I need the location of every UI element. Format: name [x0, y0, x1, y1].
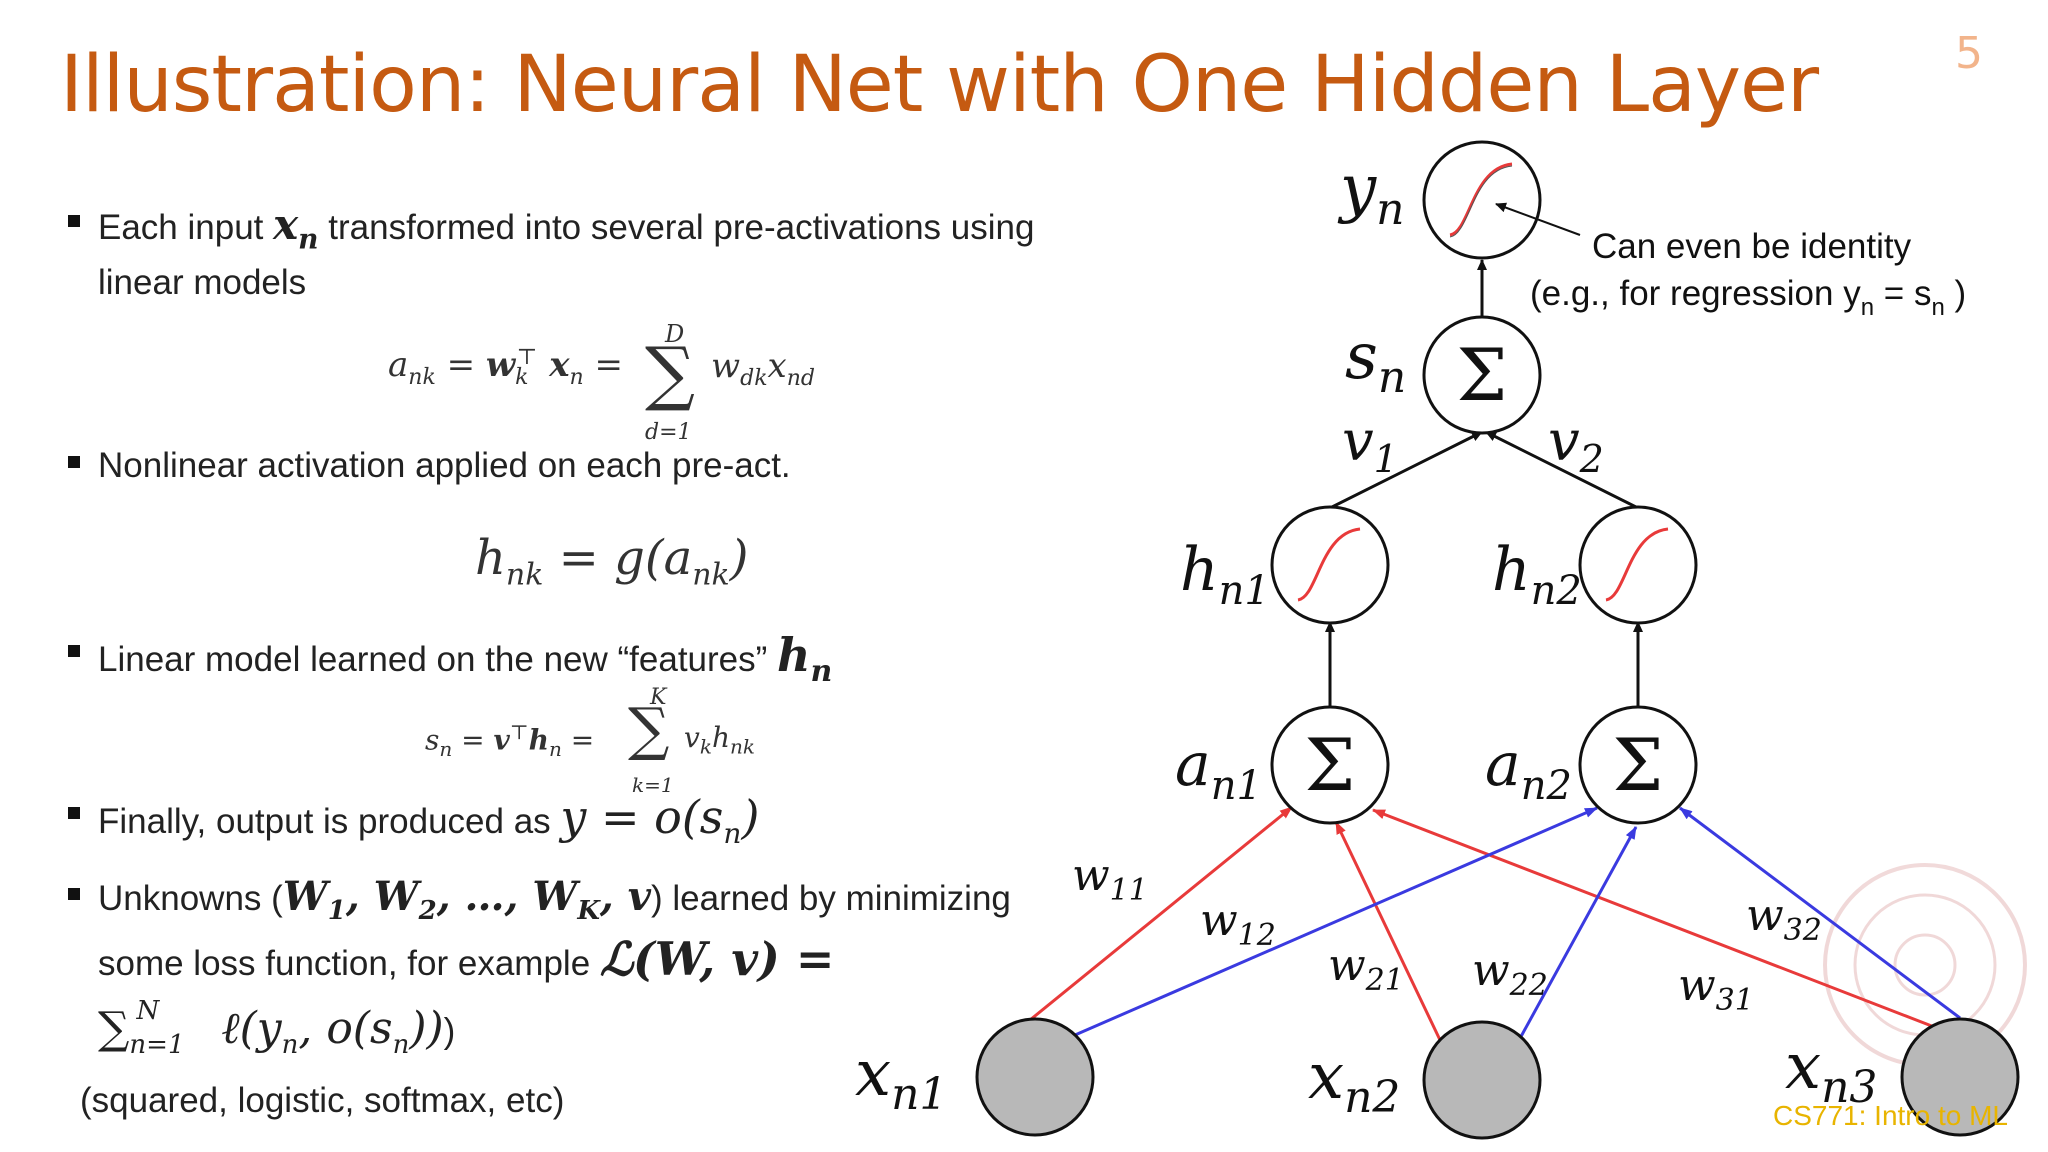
label-w11: w11 [1072, 850, 1148, 908]
output-sum-node: Σ [1422, 315, 1542, 435]
bullet-5-math: W1, W2, …, WK, v [282, 873, 652, 926]
edge-w21 [1334, 821, 1442, 1041]
edge-w11 [1029, 805, 1293, 1022]
bullet-3-math: hn [777, 628, 833, 690]
edge-w31 [1372, 808, 1956, 1037]
bullet-1-pre: Each input [98, 208, 274, 247]
edge-v2 [1485, 430, 1639, 510]
course-footer: CS771: Intro to ML [1773, 1100, 2009, 1131]
label-w21: w21 [1328, 940, 1404, 998]
hidden-activation-node-2 [1578, 505, 1698, 625]
label-v1: v1 [1342, 409, 1398, 481]
loss-function-math: ℒ(W, v) = [599, 932, 835, 986]
bullet-1-line2: linear models [98, 263, 307, 302]
input-node-1 [975, 1017, 1095, 1137]
bullet-5-line2: some loss function, for example ℒ(W, v) … [98, 930, 834, 993]
bullet-2-text: Nonlinear activation applied on each pre… [98, 446, 791, 485]
bullet-5-post: ) learned by minimizing [651, 879, 1011, 918]
edge-w22 [1516, 826, 1638, 1043]
label-s-n: sn [1345, 320, 1406, 403]
label-h-n2: hn2 [1492, 535, 1582, 614]
annotation-arrow [1495, 202, 1581, 236]
bullet-5-line2-pre: some loss function, for example [98, 944, 600, 983]
bullet-3-label: Linear model learned on the new “feature… [98, 640, 778, 679]
bullet-4-label: Finally, output is produced as [98, 802, 561, 841]
input-node-2 [1422, 1020, 1542, 1140]
bullet-5-line3: ∑n=1N ℓ(yn, o(sn))) [98, 990, 455, 1073]
bullet-5-pre: Unknowns ( [98, 879, 283, 918]
input-node-3 [1900, 1017, 2020, 1137]
hidden-sum-node-2: Σ [1578, 705, 1698, 825]
annotation-line-2: (e.g., for regression yn = sn ) [1530, 274, 1966, 321]
edge-w12 [1074, 806, 1598, 1037]
label-x-n2: xn2 [1308, 1040, 1400, 1123]
equation-activation: hnk = g(ank) [475, 530, 749, 593]
bullet-4-text: Finally, output is produced as y = o(sn) [98, 788, 759, 863]
bullet-5-line3-post: ) [443, 1011, 456, 1051]
label-y-n: yn [1337, 152, 1405, 235]
equation-linear-output: sn = v⊤hn = [425, 720, 595, 761]
label-w22: w22 [1472, 945, 1548, 1003]
hidden-sum-node-1: Σ [1270, 705, 1390, 825]
slide-title: Illustration: Neural Net with One Hidden… [60, 40, 1819, 130]
edge-v1 [1329, 430, 1483, 510]
loss-examples-note: (squared, logistic, softmax, etc) [80, 1081, 565, 1120]
label-w32: w32 [1746, 890, 1822, 948]
equation-pre-activation: ank = wk⊤xn = [388, 345, 623, 391]
bullet-marker [68, 645, 80, 657]
edge-w32 [1679, 806, 1961, 1020]
bullet-marker [68, 215, 80, 227]
label-v2: v2 [1548, 409, 1604, 481]
equation-pre-activation-sum: D ∑ d=1 wdkxnd [645, 320, 815, 445]
svg-text:Σ: Σ [1305, 723, 1356, 807]
label-a-n1: an1 [1175, 730, 1262, 809]
slide-number: 5 [1955, 28, 1983, 79]
label-x-n1: xn1 [855, 1037, 947, 1120]
bullet-3-text: Linear model learned on the new “feature… [98, 626, 832, 701]
bullet-1-post: transformed into several pre-activations… [318, 208, 1035, 247]
output-node [1422, 140, 1542, 260]
bullet-marker [68, 456, 80, 468]
label-w12: w12 [1200, 895, 1276, 953]
label-a-n2: an2 [1485, 730, 1572, 809]
bullet-1-text: Each input xn transformed into several p… [98, 196, 1034, 268]
label-h-n1: hn1 [1180, 535, 1270, 614]
annotation-line-1: Can even be identity [1592, 227, 1912, 266]
bullet-4-math: y = o(sn) [560, 790, 760, 851]
bullet-5-text: Unknowns (W1, W2, …, WK, v) learned by m… [98, 868, 1011, 940]
hidden-activation-node-1 [1270, 505, 1390, 625]
bullet-1-math: xn [273, 200, 319, 256]
svg-text:Σ: Σ [1613, 723, 1664, 807]
bullet-marker [68, 807, 80, 819]
equation-linear-output-sum: K ∑ k=1 vkhnk [628, 685, 755, 797]
bullet-marker [68, 888, 80, 900]
loss-sum-math: ∑n=1N ℓ(yn, o(sn)) [98, 996, 444, 1060]
label-w31: w31 [1678, 960, 1754, 1018]
svg-text:Σ: Σ [1457, 333, 1508, 417]
